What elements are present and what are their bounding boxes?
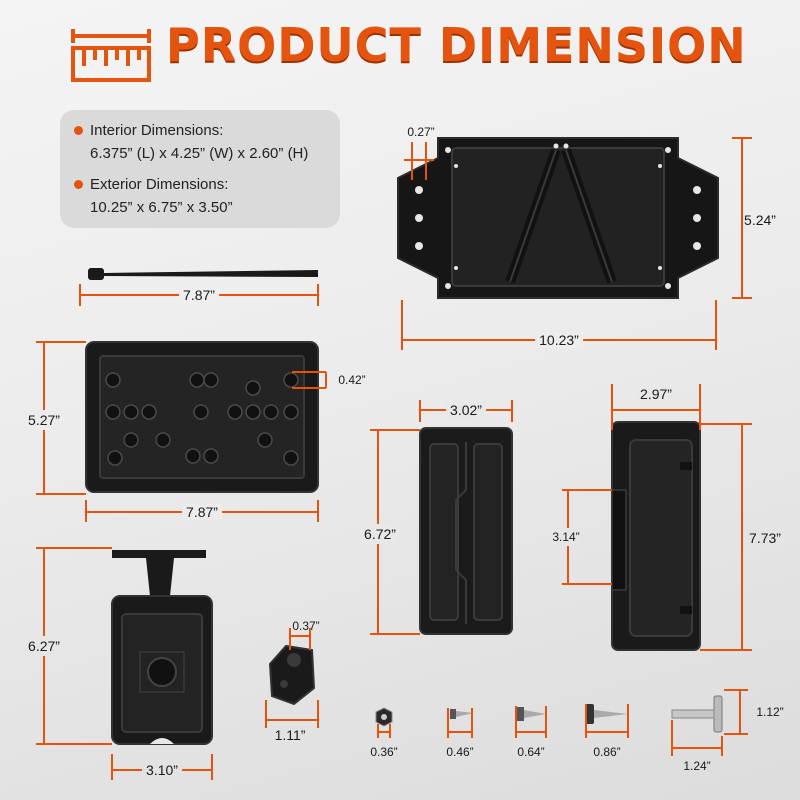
- box-cover: [419, 427, 513, 635]
- zip-tie-label: 7.87”: [179, 287, 219, 303]
- nut-label: 0.36”: [370, 745, 398, 759]
- interior-value: 6.375” (L) x 4.25” (W) x 2.60” (H): [90, 145, 309, 162]
- panel-height-label: 5.27”: [28, 410, 60, 430]
- screw-large-label: 0.86”: [593, 745, 621, 759]
- hardware-dimension-lines: [377, 689, 748, 756]
- bracket-width-label: 3.10”: [142, 762, 182, 778]
- knob-dimension-lines: [265, 628, 319, 728]
- knob: [268, 644, 316, 706]
- bracket-height-label: 6.27”: [28, 636, 60, 656]
- box-body: [611, 421, 701, 651]
- bullet-icon: [74, 180, 83, 189]
- ruler-icon: [71, 29, 151, 82]
- side-inner-label: 3.14”: [552, 528, 580, 546]
- side-height-label: 7.73”: [749, 528, 781, 548]
- knob-size-label: 1.11”: [274, 727, 306, 743]
- mount-hole-label: 0.27”: [407, 125, 435, 139]
- mount-bracket: [111, 550, 213, 745]
- hardware-set: [375, 695, 723, 733]
- bullet-icon: [74, 126, 83, 135]
- specs-panel: [60, 110, 340, 228]
- cover-width-label: 3.02”: [446, 402, 486, 418]
- fuse-panel: [85, 341, 319, 493]
- cover-height-label: 6.72”: [364, 524, 396, 544]
- panel-width-label: 7.87”: [182, 504, 222, 520]
- mount-width-label: 10.23”: [535, 332, 583, 348]
- exterior-label: Exterior Dimensions:: [90, 176, 229, 193]
- zip-tie: [88, 268, 318, 280]
- bolt-height-label: 1.12”: [756, 705, 784, 719]
- panel-hole-label: 0.42”: [338, 373, 366, 387]
- exterior-value: 10.25” x 6.75” x 3.50”: [90, 199, 233, 216]
- interior-label: Interior Dimensions:: [90, 122, 224, 139]
- side-width-label: 2.97”: [636, 386, 676, 402]
- screw-small-label: 0.46”: [446, 745, 474, 759]
- knob-hole-label: 0.37”: [292, 619, 320, 633]
- mounting-plate: [397, 137, 719, 299]
- side-dimension-lines: [562, 384, 752, 651]
- page-title: PRODUCT DIMENSION: [166, 18, 747, 72]
- screw-medium-label: 0.64”: [517, 745, 545, 759]
- mount-height-label: 5.24”: [744, 212, 776, 228]
- bolt-width-label: 1.24”: [683, 759, 711, 773]
